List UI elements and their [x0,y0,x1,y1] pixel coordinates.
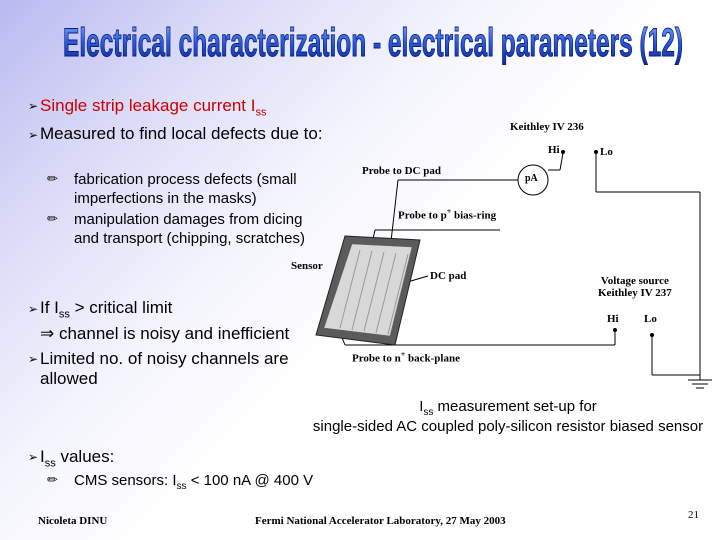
arrowhead-bullet-icon: ➢ [28,450,39,464]
hi-label: Hi [548,144,560,156]
bullet-noisy-channels: Limited no. of noisy channels are allowe… [40,349,289,388]
vs-hi-label: Hi [607,313,619,325]
probe-bias-ring-label: Probe to p+ bias-ring [398,207,497,222]
sensor-label: Sensor [291,260,323,272]
bullet-local-defects: Measured to find local defects due to: [40,124,323,143]
dc-pad-label: DC pad [430,270,467,282]
voltage-source-label: Voltage source Keithley IV 237 [598,275,672,299]
picoammeter-symbol [517,164,549,196]
diagram-caption: Iss measurement set-up for single-sided … [312,398,704,435]
arrowhead-bullet-icon: ➢ [28,128,39,142]
arrowhead-bullet-icon: ➢ [28,352,39,366]
hi-terminal-dot [561,150,565,154]
pencil-icon: ✏ [47,472,58,487]
probe-backplane-label: Probe to n+ back-plane [352,350,460,365]
bullet-iss-values: Iss values: [40,447,115,470]
hi-lead-wire [559,152,564,171]
slide-title: Electrical characterization - electrical… [63,21,683,65]
sub-bullet-manipulation: manipulation damages from dicing and tra… [74,211,305,247]
footer-author: Nicoleta DINU [38,515,108,527]
sub-bullet-fabrication: fabrication process defects (small imper… [74,171,297,207]
probe-dc-pad-label: Probe to DC pad [362,165,441,177]
bullet-leakage-current: Single strip leakage current Iss [40,96,267,119]
lo-terminal-dot [594,150,598,154]
footer-venue: Fermi National Accelerator Laboratory, 2… [255,515,506,527]
vs-lo-label: Lo [644,313,657,325]
picoammeter-label: pA [525,173,538,184]
arrowhead-bullet-icon: ➢ [28,302,39,316]
keithley-236-label: Keithley IV 236 [510,121,584,133]
arrowhead-bullet-icon: ➢ [28,99,39,113]
vs-lo-terminal-dot [650,333,654,337]
vs-hi-terminal-dot [613,328,617,332]
sub-bullet-cms-sensors: CMS sensors: Iss < 100 nA @ 400 V [74,472,314,492]
pencil-icon: ✏ [47,211,58,226]
pencil-icon: ✏ [47,171,58,186]
page-number: 21 [688,509,699,521]
slide-title-graphic: Electrical characterization - electrical… [63,21,684,66]
lo-label: Lo [600,146,613,158]
bullet-critical-limit: If Iss > critical limit ⇒ channel is noi… [40,298,290,344]
ground-icon [688,375,712,389]
sensor-graphic [315,235,421,346]
